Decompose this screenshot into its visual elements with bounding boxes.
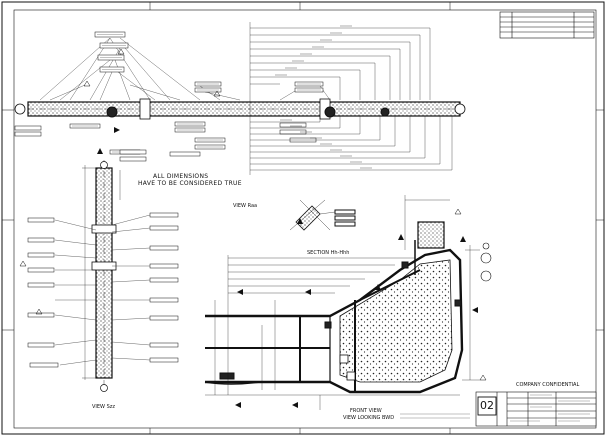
inner-border	[13, 9, 597, 429]
title-block-bottom	[475, 391, 597, 427]
weld-triangles	[19, 48, 487, 381]
side-view-callouts	[27, 149, 179, 368]
dimension-note-line-1: ALL DIMENSIONS	[153, 173, 209, 180]
dimension-ladder	[249, 22, 453, 175]
top-view-beam	[14, 98, 466, 120]
company-confidential: COMPANY CONFIDENTIAL	[516, 382, 580, 388]
balloons	[480, 242, 492, 282]
top-view-callouts	[14, 31, 324, 157]
front-view-title: FRONT VIEW	[350, 408, 382, 414]
section-detail	[289, 199, 356, 231]
side-view-column	[91, 160, 117, 392]
sheet-number: 02	[480, 399, 494, 412]
title-block-marks	[400, 394, 590, 422]
side-view-leaders	[54, 214, 151, 366]
top-view-title: VIEW Raa	[233, 203, 258, 209]
view-arrows	[97, 127, 478, 408]
dimension-values	[275, 25, 372, 169]
front-view-frame	[204, 221, 464, 394]
front-view-subtitle: VIEW LOOKING BWD	[343, 415, 395, 421]
title-block-top	[499, 11, 595, 39]
front-view-dims	[205, 195, 480, 410]
dimension-note-line-2: HAVE TO BE CONSIDERED TRUE	[138, 180, 242, 187]
side-view-dim-lines	[82, 165, 121, 380]
section-title: SECTION Hh-Hhh	[307, 250, 350, 256]
side-view-title: VIEW Szz	[92, 404, 116, 410]
top-view-leaders	[39, 37, 331, 101]
callout-text-marks	[72, 34, 321, 153]
